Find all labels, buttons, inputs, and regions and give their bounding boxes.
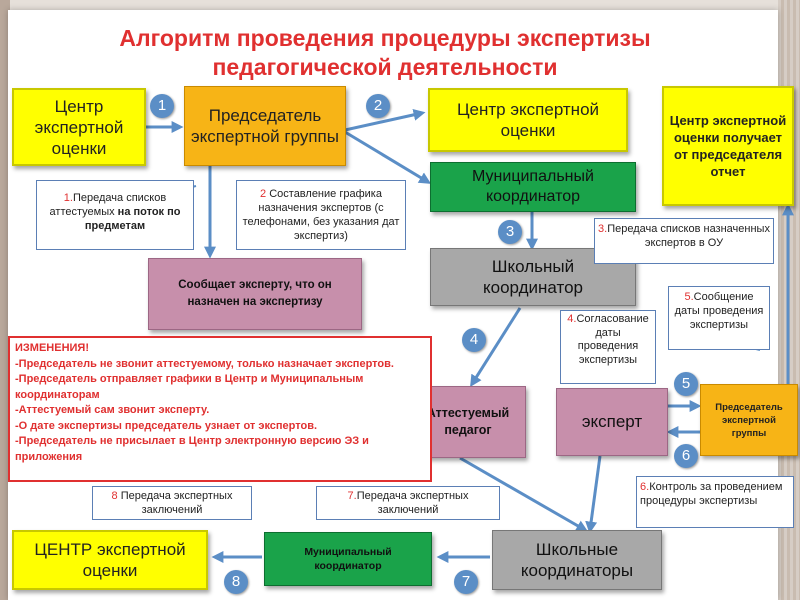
changes-heading: ИЗМЕНЕНИЯ! xyxy=(15,342,89,354)
step-circle-7: 7 xyxy=(454,570,478,594)
background-left-strip xyxy=(0,0,10,600)
step-circle-6: 6 xyxy=(674,444,698,468)
chairman-expert-group: Председатель экспертной группы xyxy=(184,86,346,166)
step-circle-5: 5 xyxy=(674,372,698,396)
step-circle-2: 2 xyxy=(366,94,390,118)
changes-item-5: -Председатель не присылает в Центр элект… xyxy=(15,435,369,463)
municipal-coordinator-bottom: Муниципальный координатор xyxy=(264,532,432,586)
note-step-6: 6.Контроль за проведением процедуры эксп… xyxy=(636,476,794,528)
note-step-4: 4.Согласование даты проведения экспертиз… xyxy=(560,310,656,384)
center-expert-eval-left: Центр экспертной оценки xyxy=(12,88,146,166)
slide-title: Алгоритм проведения процедуры экспертизы… xyxy=(60,24,710,82)
title-line-2: педагогической деятельности xyxy=(212,54,558,80)
informs-expert-box: Сообщает эксперту, что он назначен на эк… xyxy=(148,258,362,330)
arrow-chairman-to-municipal xyxy=(344,130,432,184)
note-step-7: 7.Передача экспертных заключений xyxy=(316,486,500,520)
note-step-3: 3.Передача списков назначенных экспертов… xyxy=(594,218,774,264)
arrow-attested-to-school-coords xyxy=(459,456,589,532)
title-line-1: Алгоритм проведения процедуры экспертизы xyxy=(119,25,651,51)
expert-box: эксперт xyxy=(556,388,668,456)
chairman-small: Председатель экспертной группы xyxy=(700,384,798,456)
changes-item-2: -Председатель отправляет графики в Центр… xyxy=(15,373,364,401)
arrow-school-to-attested xyxy=(470,307,522,388)
step-circle-3: 3 xyxy=(498,220,522,244)
changes-item-4: -О дате экспертизы председатель узнает о… xyxy=(15,419,318,432)
changes-item-3: -Аттестуемый сам звонит эксперту. xyxy=(15,404,210,416)
center-expert-eval-bottom: ЦЕНТР экспертной оценки xyxy=(12,530,208,590)
arrow-expert-to-school-coords xyxy=(585,455,602,534)
center-gets-report: Центр экспертной оценки получает от пред… xyxy=(662,86,794,206)
note-step-2: 2 Составление графика назначения эксперт… xyxy=(236,180,406,250)
changes-item-1: -Председатель не звонит аттестуемому, то… xyxy=(15,357,394,370)
arrow-chairman-to-center xyxy=(344,108,426,132)
note-step-8: 8 Передача экспертных заключений xyxy=(92,486,252,520)
school-coordinators: Школьные координаторы xyxy=(492,530,662,590)
note-step-1: 1.Передача списков аттестуемых на поток … xyxy=(36,180,194,250)
note-step-5: 5.Сообщение даты проведения экспертизы xyxy=(668,286,770,350)
step-circle-8: 8 xyxy=(224,570,248,594)
step-circle-1: 1 xyxy=(150,94,174,118)
center-expert-eval-mid: Центр экспертной оценки xyxy=(428,88,628,152)
municipal-coordinator-top: Муниципальный координатор xyxy=(430,162,636,212)
changes-block: ИЗМЕНЕНИЯ! -Председатель не звонит аттес… xyxy=(8,336,432,482)
step-circle-4: 4 xyxy=(462,328,486,352)
school-coordinator: Школьный координатор xyxy=(430,248,636,306)
